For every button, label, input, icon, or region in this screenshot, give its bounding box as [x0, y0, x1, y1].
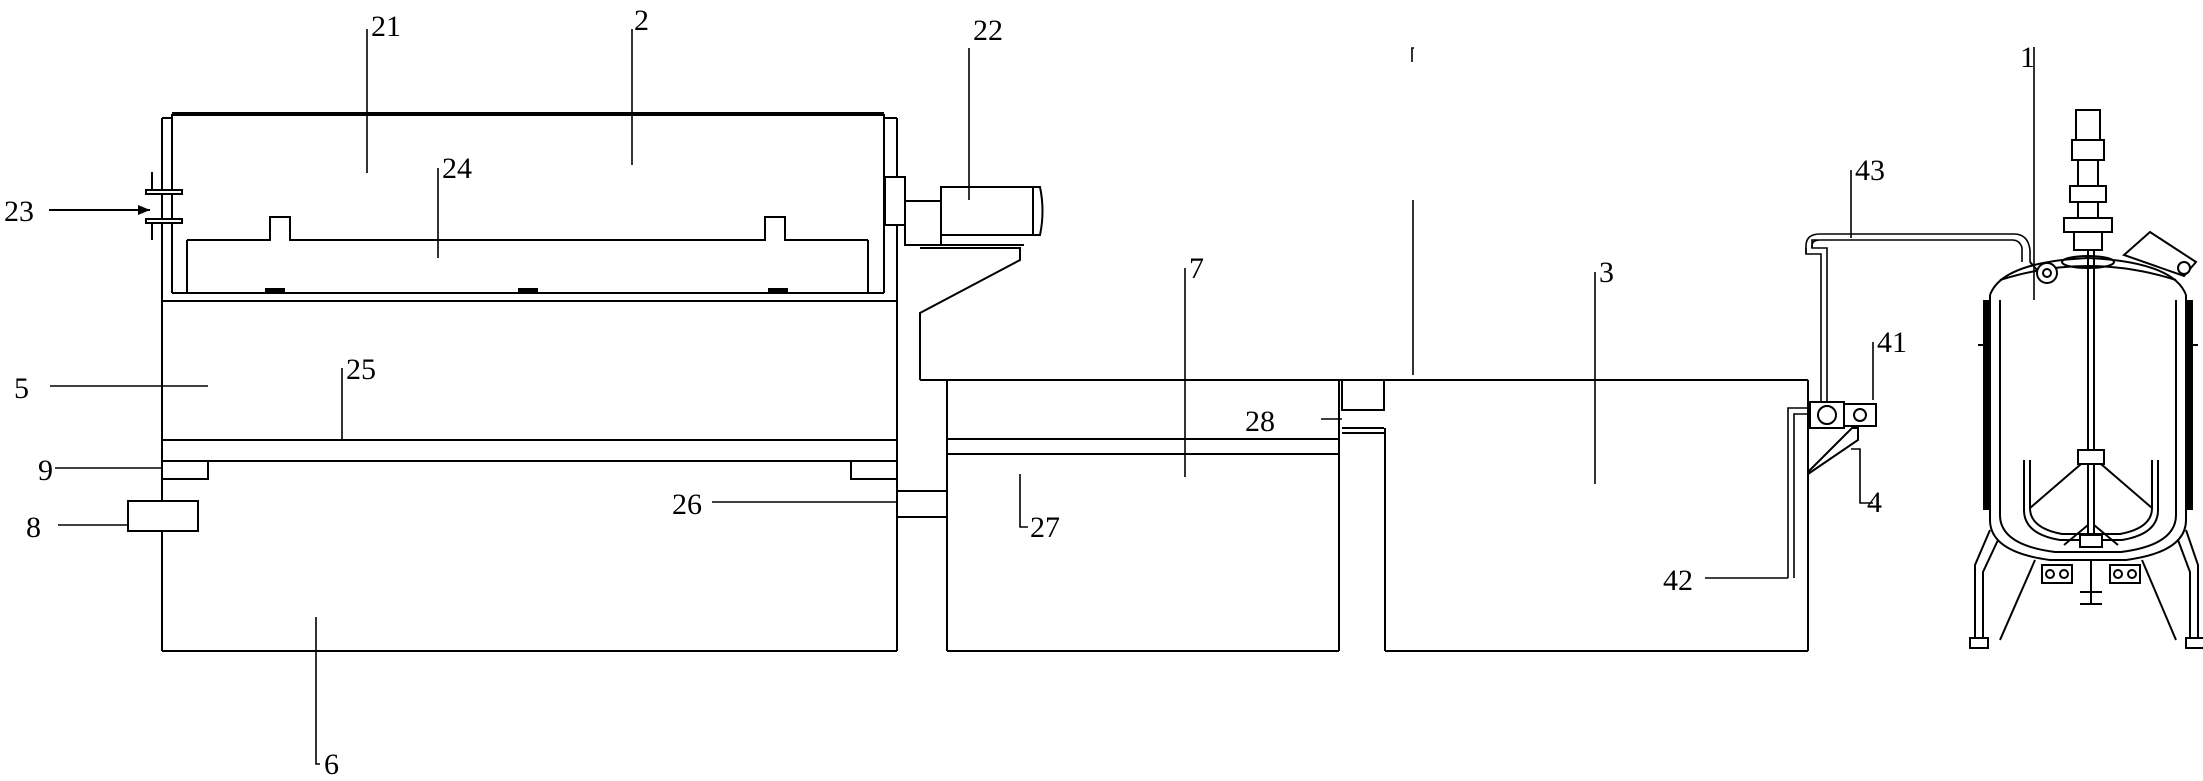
leader-lines: [50, 29, 2035, 765]
label-5: 5: [14, 372, 29, 405]
inner-screen: [186, 216, 869, 294]
label-21: 21: [371, 10, 401, 43]
label-8: 8: [26, 511, 41, 544]
inlet-nozzle: [49, 172, 183, 240]
label-27: 27: [1030, 511, 1060, 544]
label-3: 3: [1599, 256, 1614, 289]
reactor-vessel: [1969, 109, 2203, 649]
label-9: 9: [38, 454, 53, 487]
label-1: 1: [2020, 41, 2035, 74]
label-41: 41: [1877, 326, 1907, 359]
discharge-chute: [914, 244, 1024, 380]
part-labels: 1 2 21 22 23 24 25 5 9 8 26 27 28 7 3 6 …: [4, 4, 2035, 781]
label-4: 4: [1867, 486, 1882, 519]
label-2: 2: [634, 4, 649, 37]
label-28: 28: [1245, 405, 1275, 438]
drum-drive-motor: [884, 176, 1044, 246]
drum-assembly: [161, 112, 898, 302]
label-22: 22: [973, 14, 1003, 47]
tank-left: [127, 301, 947, 652]
label-43: 43: [1855, 154, 1885, 187]
label-25: 25: [346, 353, 376, 386]
label-24: 24: [442, 152, 472, 185]
pump-assembly: [1787, 233, 2031, 578]
label-42: 42: [1663, 564, 1693, 597]
label-26: 26: [672, 488, 702, 521]
label-6: 6: [324, 748, 339, 781]
label-23: 23: [4, 195, 34, 228]
overflow-weir: [1341, 379, 1385, 434]
tank-right: [1384, 380, 1809, 652]
label-7: 7: [1189, 252, 1204, 285]
